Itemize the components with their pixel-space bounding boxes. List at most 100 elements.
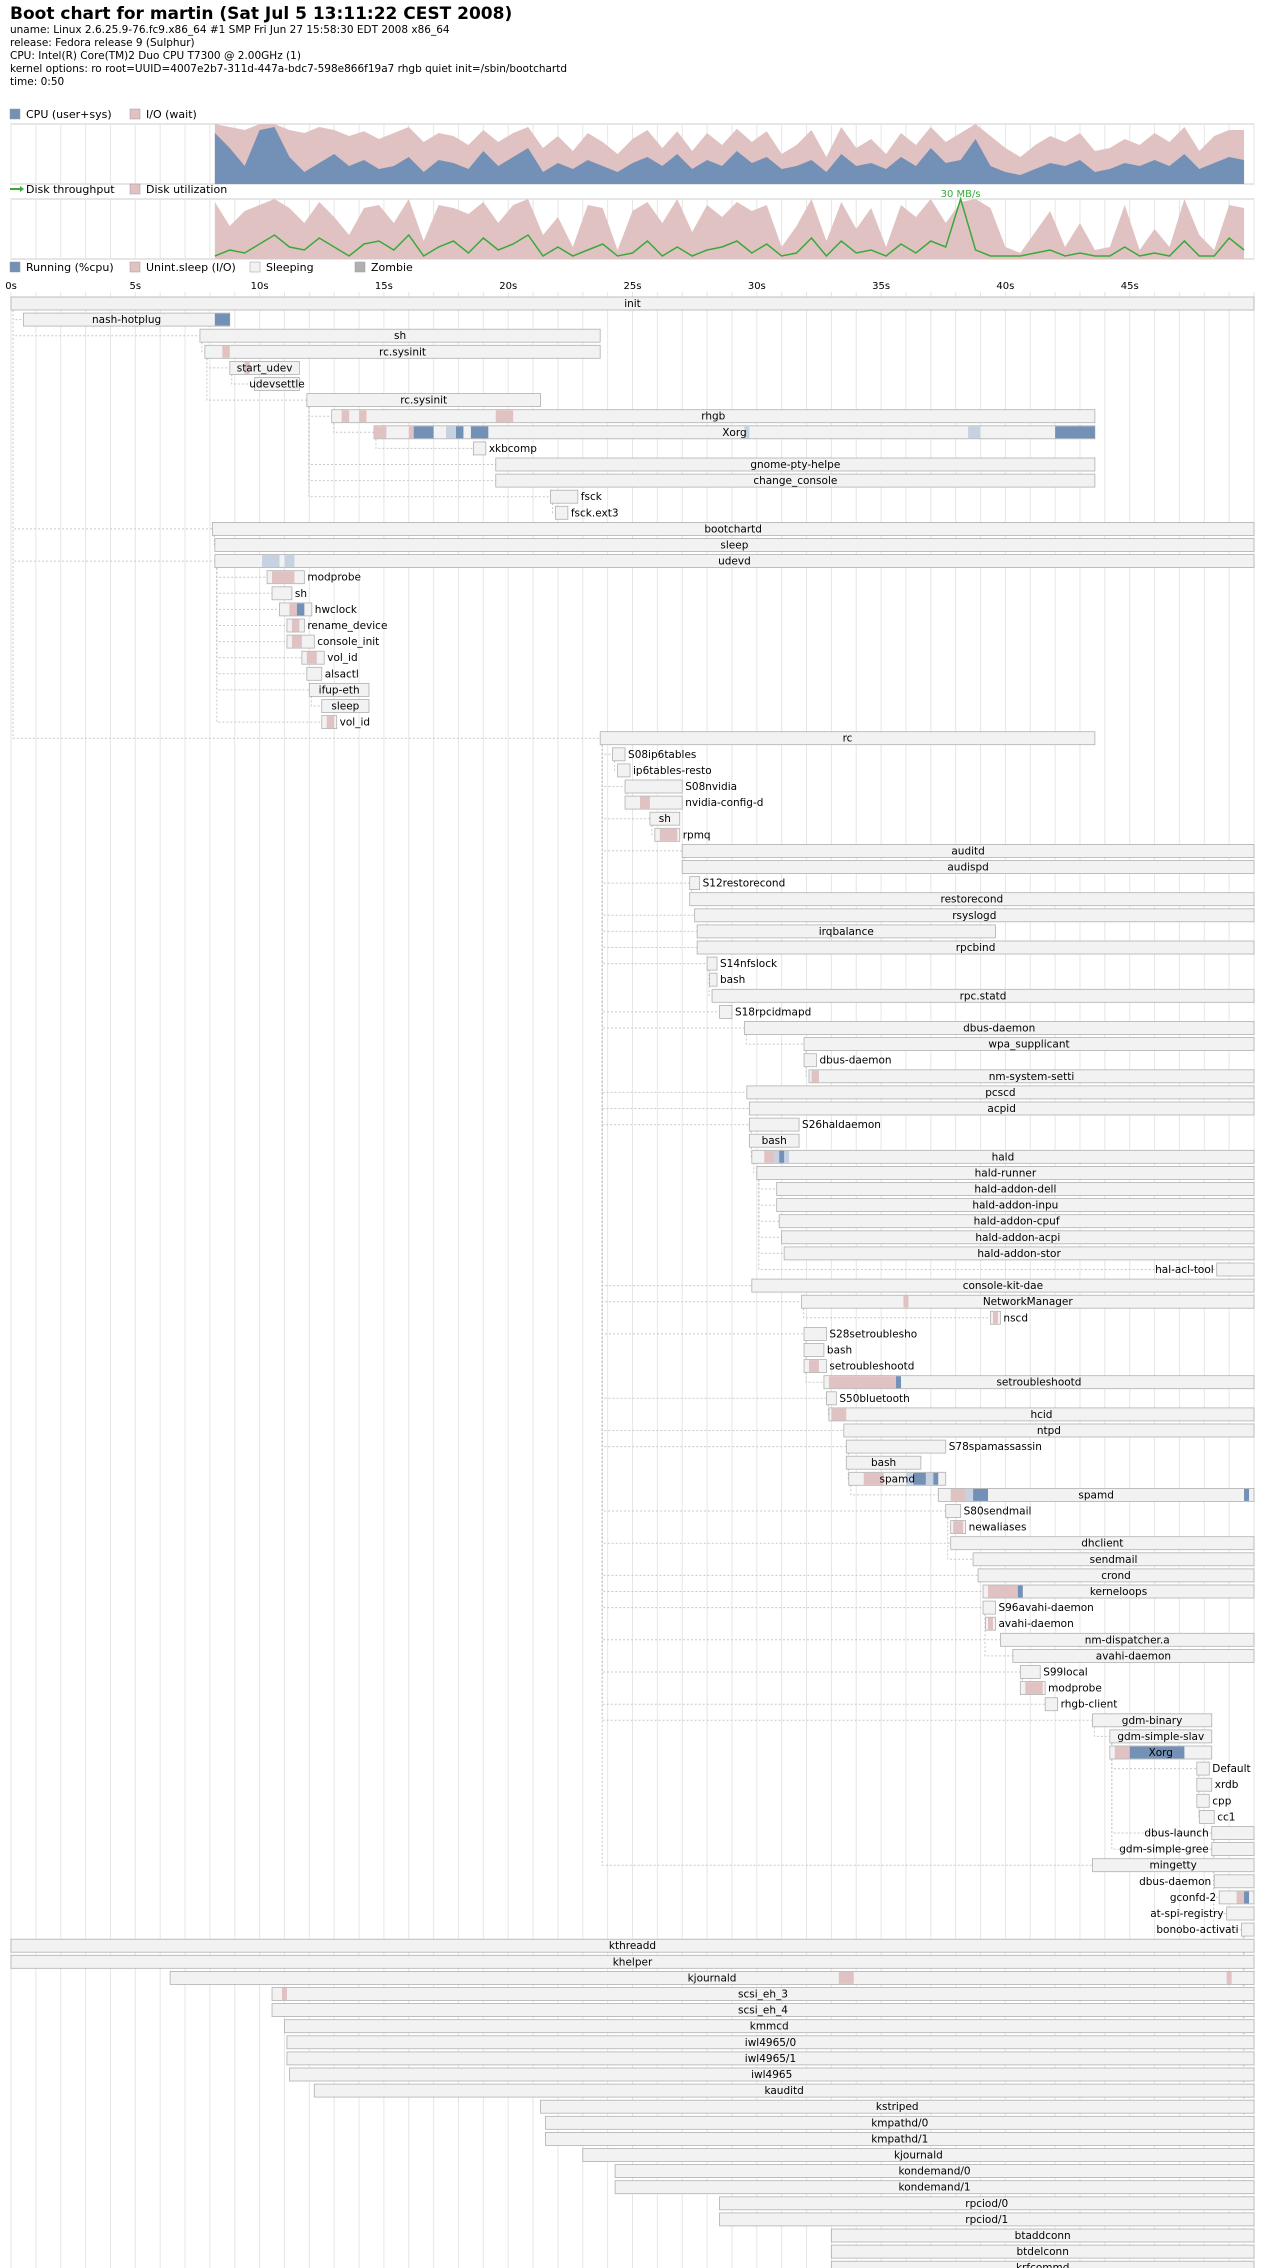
process-legend-zombie-label: Zombie: [371, 261, 413, 274]
process-label: ifup-eth: [319, 684, 360, 696]
process-io-segment: [992, 1311, 998, 1324]
process-box: [1000, 1632, 1255, 1647]
process-box: [681, 844, 1255, 858]
process-connector: [601, 744, 1001, 1641]
process-label: sleep: [720, 540, 748, 552]
process-io-segment: [828, 1376, 897, 1389]
process-label: xrdb: [1215, 1779, 1239, 1791]
disk-throughput-line: [214, 196, 1245, 258]
process-label: irqbalance: [819, 926, 874, 938]
process-label: change_console: [753, 475, 837, 487]
process-box: [776, 1198, 1255, 1212]
process-label: rpmq: [683, 829, 711, 841]
process-connector: [850, 1485, 939, 1496]
process-box: [696, 924, 996, 939]
disk-peak-label: 30 MB/s: [941, 189, 981, 200]
process-box: [214, 554, 1255, 568]
process-label: S08ip6tables: [628, 749, 696, 761]
process-io-segment: [244, 361, 250, 374]
process-label: hald-addon-cpuf: [974, 1216, 1060, 1228]
process-box: [214, 538, 1255, 552]
process-label: bootchartd: [704, 523, 762, 535]
process-label: btdelconn: [1017, 2246, 1069, 2258]
process-run-segment: [896, 1376, 901, 1389]
process-label: gdm-simple-gree: [1119, 1844, 1208, 1856]
process-connector: [745, 1034, 805, 1045]
process-label: nvidia-config-d: [685, 797, 763, 809]
process-box: [830, 2244, 1255, 2259]
process-label: modprobe: [307, 572, 361, 584]
process-light-run-segment: [774, 1150, 780, 1163]
process-label: btaddconn: [1015, 2230, 1071, 2242]
process-label: setroubleshootd: [996, 1377, 1081, 1389]
process-box: [826, 1391, 837, 1406]
process-connector: [551, 503, 556, 514]
process-box: [803, 1037, 1255, 1051]
process-label: iwl4965/0: [745, 2037, 796, 2049]
process-io-segment: [639, 796, 650, 809]
time-line: time: 0:50: [10, 76, 65, 88]
process-legend-sleeping-swatch: [249, 261, 261, 273]
disk-legend-0-label: Disk throughput: [26, 183, 115, 196]
process-run-segment: [413, 426, 434, 439]
process-label: S18rpcidmapd: [735, 1006, 811, 1018]
process-io-segment: [811, 1070, 819, 1083]
process-label: hald-addon-inpu: [972, 1200, 1058, 1212]
process-box: [1092, 1713, 1213, 1728]
cpu_io-legend-0-swatch: [9, 108, 21, 120]
process-box: [972, 1552, 1255, 1567]
process-label: krfcommd: [1016, 2262, 1069, 2268]
process-label: newaliases: [969, 1522, 1027, 1534]
process-box: [306, 666, 323, 681]
process-label: hald-runner: [975, 1167, 1037, 1179]
process-label: pcscd: [985, 1087, 1015, 1099]
process-label: rc.sysinit: [400, 395, 447, 407]
process-label: ip6tables-resto: [633, 765, 712, 777]
process-box: [1241, 1922, 1255, 1937]
process-label: sendmail: [1090, 1554, 1138, 1566]
process-connector: [601, 744, 690, 884]
process-box: [582, 2148, 1255, 2162]
time-tick-label: 40s: [996, 281, 1014, 292]
process-label: wpa_supplicant: [988, 1039, 1069, 1051]
release-line: release: Fedora release 9 (Sulphur): [10, 37, 195, 49]
process-box: [828, 1407, 1255, 1422]
process-label: avahi-daemon: [1096, 1650, 1171, 1662]
process-connector: [758, 1179, 777, 1206]
process-connector: [375, 438, 474, 449]
process-io-segment: [289, 603, 297, 616]
process-connector: [1111, 1742, 1212, 1834]
process-label: iwl4965: [751, 2069, 792, 2081]
process-io-segment: [953, 1521, 964, 1534]
process-box: [801, 1294, 1255, 1309]
process-label: vol_id: [340, 717, 370, 729]
process-io-segment: [764, 1150, 775, 1163]
process-legend-running-swatch: [9, 261, 21, 273]
process-label: rhgb: [701, 411, 725, 423]
process-label: rpciod/1: [965, 2214, 1008, 2226]
process-label: Xorg: [1149, 1747, 1173, 1759]
process-label: cc1: [1217, 1811, 1235, 1823]
process-label: gnome-pty-helpe: [750, 459, 840, 471]
process-label: kauditd: [764, 2085, 803, 2097]
process-box: [845, 1439, 947, 1454]
process-box: [689, 876, 701, 890]
process-label: kjournald: [894, 2150, 943, 2162]
process-label: fsck.ext3: [571, 507, 619, 519]
process-legend-unint-sleep-swatch: [129, 261, 141, 273]
process-box: [614, 2164, 1255, 2179]
process-label: kondemand/1: [898, 2182, 970, 2194]
process-label: auditd: [951, 845, 984, 857]
process-label: Default: [1212, 1763, 1250, 1775]
process-box: [495, 473, 1096, 488]
process-box: [1213, 1874, 1255, 1889]
process-label: sh: [659, 813, 671, 825]
process-light-run-segment: [744, 426, 750, 439]
process-label: scsi_eh_3: [738, 1989, 788, 2001]
process-label: kmpathd/1: [871, 2133, 928, 2145]
process-legend-sleeping-label: Sleeping: [266, 261, 314, 274]
process-box: [545, 2115, 1255, 2130]
process-io-segment: [987, 1585, 1018, 1598]
process-box: [748, 1117, 800, 1132]
process-box: [778, 1214, 1255, 1229]
